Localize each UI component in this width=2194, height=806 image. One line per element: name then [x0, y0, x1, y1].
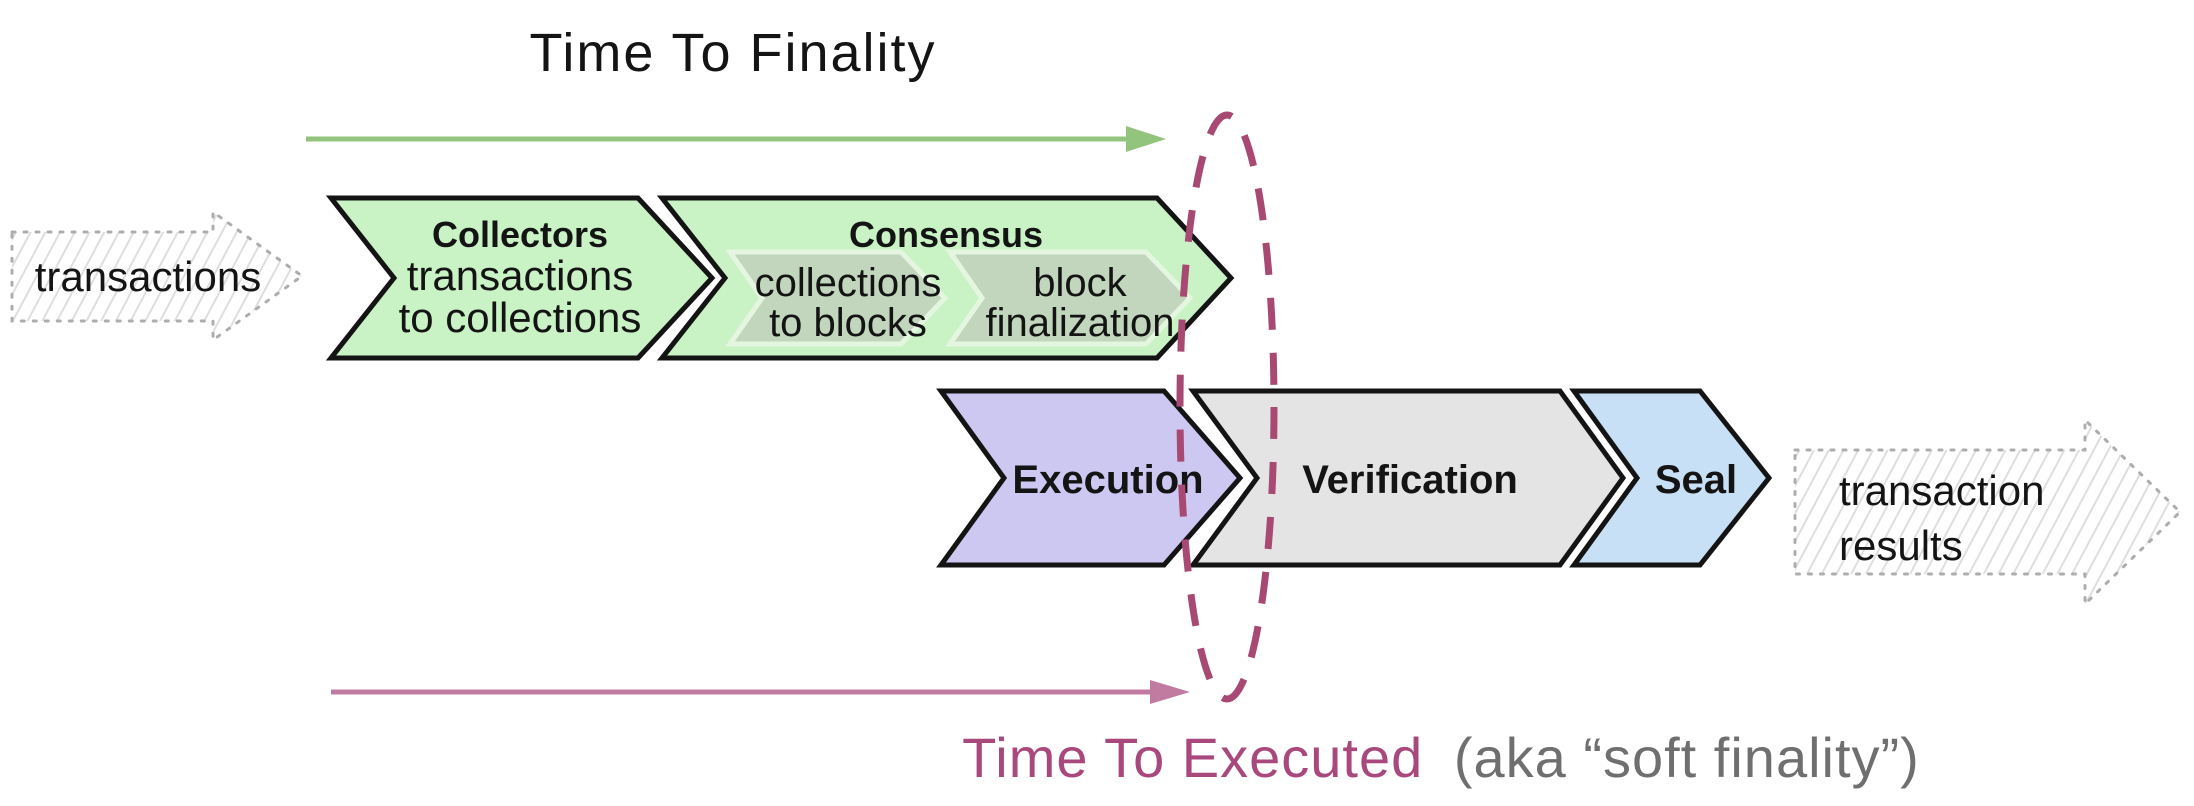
consensus-title: Consensus — [849, 214, 1043, 255]
collections-to-blocks-line1: collections — [755, 261, 942, 305]
seal-title: Seal — [1655, 458, 1737, 502]
output-arrow-label-line2: results — [1839, 522, 1963, 569]
stage-execution: Execution — [936, 388, 1244, 568]
time-to-finality-label: Time To Finality — [529, 23, 936, 83]
verification-chevron — [1188, 388, 1627, 568]
execution-title: Execution — [1012, 458, 1203, 502]
collections-to-blocks-chevron — [725, 249, 949, 347]
output-transaction-results-arrow: transaction results — [1793, 416, 2183, 608]
collectors-title: Collectors — [432, 214, 608, 255]
executed-timeline-arrowhead-icon — [1150, 680, 1190, 704]
stage-seal: Seal — [1569, 388, 1773, 568]
time-to-finality-annotation: Time To Finality — [306, 23, 1166, 152]
block-finalization-line2: finalization — [985, 301, 1174, 345]
time-to-executed-label: Time To Executed — [962, 726, 1423, 789]
execution-chevron — [936, 388, 1244, 568]
output-arrow-icon — [1793, 416, 2183, 608]
input-arrow-label: transactions — [35, 253, 261, 300]
time-to-executed-annotation: Time To Executed (aka “soft finality”) — [331, 680, 1920, 789]
substage-block-finalization: block finalization — [945, 249, 1194, 347]
time-to-executed-label-group: Time To Executed (aka “soft finality”) — [962, 726, 1920, 789]
substage-collections-to-blocks: collections to blocks — [725, 249, 949, 347]
stage-collectors: Collectors transactions to collections — [325, 195, 716, 361]
input-transactions-arrow: transactions — [10, 209, 305, 343]
stage-consensus: Consensus collections to blocks block fi… — [656, 195, 1235, 361]
collectors-line1: transactions — [407, 252, 633, 299]
collections-to-blocks-line2: to blocks — [769, 301, 927, 345]
seal-chevron — [1569, 388, 1773, 568]
soft-finality-suffix: (aka “soft finality”) — [1454, 726, 1920, 789]
collectors-chevron — [325, 195, 716, 361]
collectors-line2: to collections — [399, 294, 642, 341]
verification-title: Verification — [1302, 458, 1518, 502]
block-finalization-line1: block — [1033, 261, 1127, 305]
soft-finality-boundary-ellipse — [1176, 111, 1278, 703]
input-arrow-icon — [10, 209, 305, 343]
finality-timeline-arrowhead-icon — [1126, 126, 1166, 152]
block-finalization-chevron — [945, 249, 1194, 347]
output-arrow-label-line1: transaction — [1839, 467, 2044, 514]
stage-verification: Verification — [1188, 388, 1627, 568]
